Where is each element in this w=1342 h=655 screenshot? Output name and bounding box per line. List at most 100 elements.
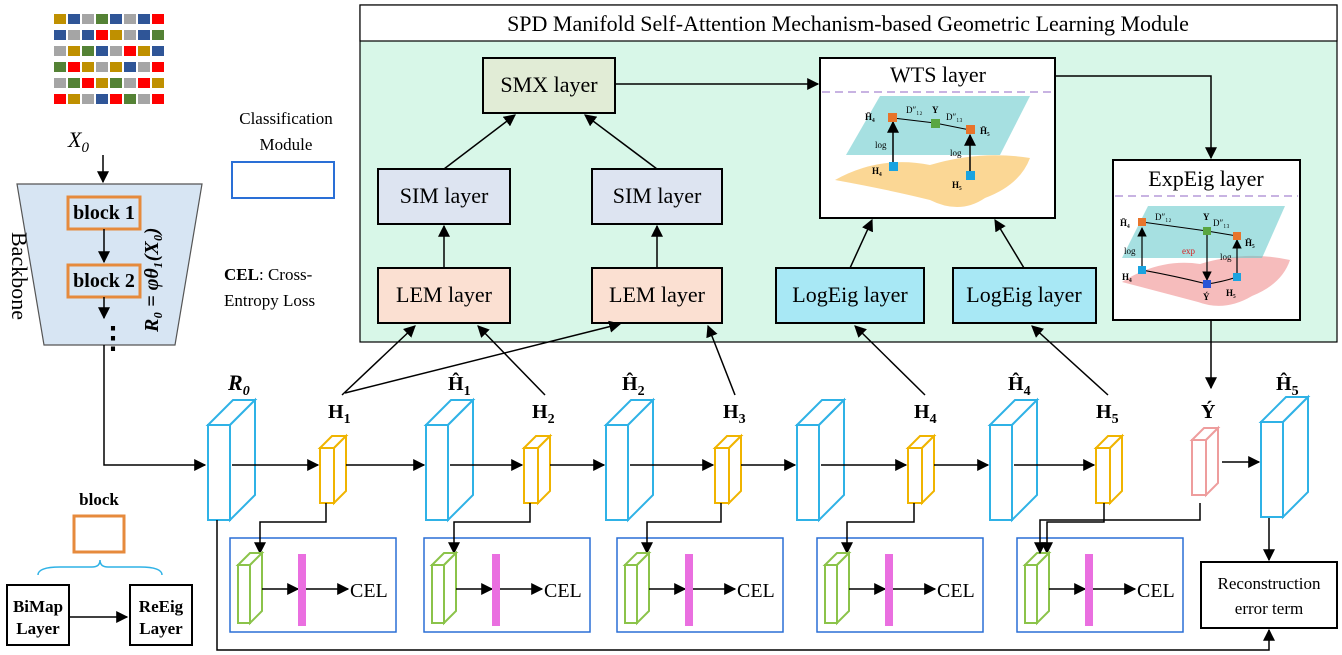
cel-label: CEL xyxy=(350,580,388,602)
grid-cell xyxy=(54,46,66,56)
expeig-h4bar: H̄₄ xyxy=(1120,218,1130,228)
cube-h3hat xyxy=(794,397,847,523)
bimap-layer-box xyxy=(6,584,70,646)
fc-bar xyxy=(885,554,893,626)
backbone-dots: ⋮ xyxy=(98,322,128,355)
green-cube-side xyxy=(836,550,850,626)
bimap-label-2: Layer xyxy=(16,619,60,638)
cube-h4-side xyxy=(921,433,935,506)
expeig-manifold-illustration xyxy=(1122,206,1290,306)
classification-module-3: CEL xyxy=(616,503,784,633)
wts-layer-label: WTS layer xyxy=(890,62,987,87)
cube-h3-side xyxy=(728,433,742,506)
cube-h4 xyxy=(905,433,937,506)
arrow-yhat-to-classifier-5 xyxy=(1034,503,1201,555)
cube-r0-front xyxy=(207,424,231,521)
grid-cell xyxy=(82,62,94,72)
logeig-layer-1-label: LogEig layer xyxy=(792,282,908,307)
block-legend-brace xyxy=(37,559,163,576)
wts-h4bar: H̄₄ xyxy=(865,112,875,122)
grid-cell xyxy=(82,14,94,24)
grid-cell xyxy=(124,62,136,72)
grid-cell xyxy=(138,78,150,88)
grid-cell xyxy=(124,30,136,40)
green-cube-front xyxy=(624,564,638,624)
label-yhat: Ý xyxy=(1201,400,1216,423)
reeig-layer-box xyxy=(129,584,193,646)
grid-cell xyxy=(96,14,108,24)
cel-legend-text-2: Entropy Loss xyxy=(224,291,315,310)
arrow-to-classifier xyxy=(1041,503,1105,555)
expeig-layer-label: ExpEig layer xyxy=(1148,166,1264,191)
grid-cell xyxy=(138,46,150,56)
grid-cell xyxy=(82,30,94,40)
cube-yhat xyxy=(1189,425,1221,498)
cel-label: CEL xyxy=(937,580,975,602)
green-cube-front xyxy=(237,564,251,624)
cube-h5-front xyxy=(1095,447,1111,504)
cel-legend-text-1: CEL: Cross- xyxy=(224,265,313,284)
expeig-log-1: log xyxy=(1124,246,1136,256)
geometric-module-title: SPD Manifold Self-Attention Mechanism-ba… xyxy=(507,11,1189,36)
arrow-to-classifier xyxy=(641,503,722,555)
grid-cell xyxy=(110,62,122,72)
arrow-logeig1-to-wts xyxy=(849,218,873,269)
grid-cell xyxy=(138,30,150,40)
classification-module-1: CEL xyxy=(229,503,397,633)
green-cube-front xyxy=(824,564,838,624)
label-r0: R0 xyxy=(227,370,250,399)
backbone-label: Backbone xyxy=(7,232,32,320)
grid-cell xyxy=(96,46,108,56)
cube-h3hat-front xyxy=(796,424,820,521)
grid-cell xyxy=(110,94,122,104)
grid-cell xyxy=(68,46,80,56)
grid-cell xyxy=(152,78,164,88)
grid-cell xyxy=(124,14,136,24)
smx-layer-label: SMX layer xyxy=(500,72,598,97)
green-cube-side xyxy=(443,550,457,626)
grid-cell xyxy=(54,62,66,72)
grid-cell xyxy=(110,46,122,56)
cube-h2hat xyxy=(603,397,656,523)
cube-yhat-front xyxy=(1191,439,1207,496)
grid-cell xyxy=(82,46,94,56)
grid-cell xyxy=(152,46,164,56)
label-h4: H4 xyxy=(914,401,937,427)
cube-h3-front xyxy=(714,447,730,504)
wts-log-2: log xyxy=(950,148,962,158)
logeig-layer-1-box xyxy=(775,267,925,324)
grid-cell xyxy=(82,78,94,88)
reeig-label-2: Layer xyxy=(139,619,183,638)
cube-h4-front xyxy=(907,447,923,504)
arrow-wts-to-expeig xyxy=(1055,75,1217,160)
geometric-module-title-bar xyxy=(359,4,1338,42)
cube-h5hat xyxy=(1258,394,1311,520)
reconstruction-box xyxy=(1200,561,1338,629)
expeig-y: Y xyxy=(1203,212,1210,222)
green-cube-side xyxy=(1036,550,1050,626)
cel-label: CEL xyxy=(737,580,775,602)
arrow-h1-to-lem2 xyxy=(344,320,622,394)
input-x0-label: X0 xyxy=(67,127,89,156)
label-h1: H1 xyxy=(328,401,351,427)
cel-label: CEL xyxy=(1137,580,1175,602)
reconstruction-label-2: error term xyxy=(1235,599,1303,618)
bimap-label-1: BiMap xyxy=(13,597,63,616)
label-h2: H2 xyxy=(532,401,555,427)
cube-h1hat xyxy=(423,397,476,523)
expeig-d12: D″₁₂ xyxy=(1155,212,1172,222)
classification-modules: CEL CEL CEL CEL CEL xyxy=(229,503,1201,633)
grid-cell xyxy=(68,14,80,24)
grid-cell xyxy=(138,94,150,104)
arrow-to-classifier xyxy=(254,503,327,555)
classification-module-2: CEL xyxy=(423,503,591,633)
wts-d13: D″₁₃ xyxy=(946,112,963,122)
grid-cell xyxy=(124,94,136,104)
expeig-exp: exp xyxy=(1182,246,1195,256)
cube-h4hat-front xyxy=(989,424,1013,521)
grid-cell xyxy=(138,14,150,24)
cube-h2-side xyxy=(537,433,551,506)
cube-r0 xyxy=(205,397,258,523)
arrow-h5-to-logeig2 xyxy=(1031,325,1109,396)
